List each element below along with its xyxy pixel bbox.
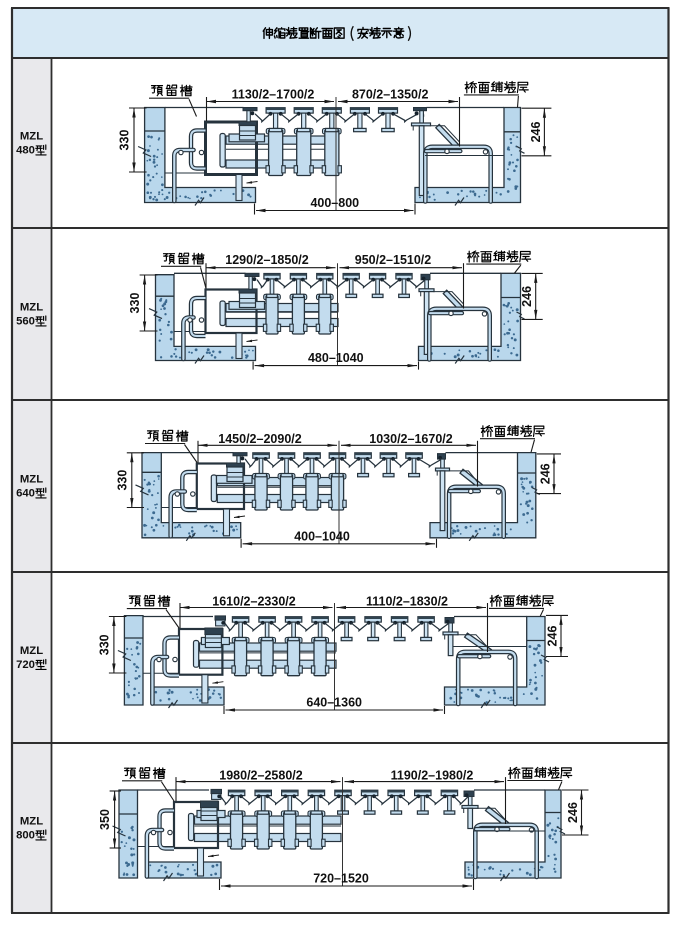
svg-text:246: 246 <box>546 626 560 647</box>
svg-text:950/2–1510/2: 950/2–1510/2 <box>355 253 432 267</box>
svg-text:400–1040: 400–1040 <box>294 529 350 543</box>
svg-text:480–1040: 480–1040 <box>308 351 364 365</box>
svg-text:1290/2–1850/2: 1290/2–1850/2 <box>225 253 308 267</box>
svg-text:MZL: MZL <box>20 302 43 314</box>
svg-text:MZL: MZL <box>20 474 43 486</box>
svg-text:330: 330 <box>97 634 111 655</box>
svg-text:246: 246 <box>566 802 580 823</box>
svg-text:1610/2–2330/2: 1610/2–2330/2 <box>212 594 295 608</box>
svg-text:400–800: 400–800 <box>310 196 359 210</box>
svg-text:MZL: MZL <box>20 645 43 657</box>
svg-text:1130/2–1700/2: 1130/2–1700/2 <box>232 87 315 101</box>
svg-text:720: 720 <box>16 659 35 671</box>
svg-text:1190/2–1980/2: 1190/2–1980/2 <box>391 768 474 782</box>
svg-text:246: 246 <box>520 286 534 307</box>
svg-text:1030/2–1670/2: 1030/2–1670/2 <box>369 432 452 446</box>
svg-text:720–1520: 720–1520 <box>313 872 369 886</box>
svg-text:330: 330 <box>115 470 129 491</box>
svg-text:870/2–1350/2: 870/2–1350/2 <box>352 87 429 101</box>
svg-text:330: 330 <box>128 293 142 314</box>
svg-text:MZL: MZL <box>20 131 43 143</box>
svg-text:640: 640 <box>16 488 35 500</box>
svg-text:560: 560 <box>16 316 35 328</box>
svg-text:246: 246 <box>539 463 553 484</box>
svg-text:246: 246 <box>529 122 543 143</box>
svg-text:640–1360: 640–1360 <box>306 696 362 710</box>
svg-text:MZL: MZL <box>20 816 43 828</box>
svg-text:1980/2–2580/2: 1980/2–2580/2 <box>219 768 302 782</box>
svg-text:1450/2–2090/2: 1450/2–2090/2 <box>218 432 301 446</box>
svg-text:480: 480 <box>16 145 35 157</box>
svg-text:330: 330 <box>118 130 132 151</box>
svg-text:350: 350 <box>98 809 112 830</box>
svg-text:800: 800 <box>16 830 35 842</box>
svg-text:1110/2–1830/2: 1110/2–1830/2 <box>366 594 448 608</box>
